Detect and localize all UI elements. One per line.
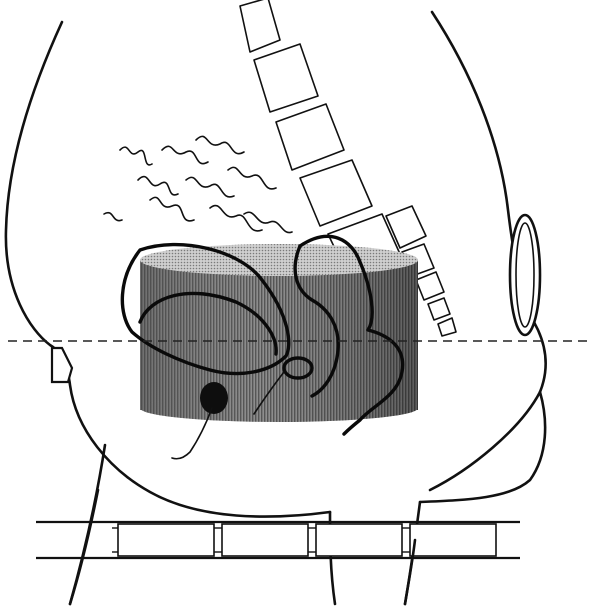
field-top-face bbox=[140, 244, 418, 276]
small-bowel-loops bbox=[104, 136, 292, 232]
lumbar-spine bbox=[240, 0, 400, 276]
anterior-thigh-line bbox=[70, 445, 105, 604]
field-shading bbox=[140, 260, 418, 410]
posterior-skin-marker bbox=[510, 215, 540, 335]
scale-bar bbox=[36, 522, 520, 558]
anterior-skin-marker bbox=[52, 348, 72, 382]
cervix-marker bbox=[200, 382, 228, 414]
